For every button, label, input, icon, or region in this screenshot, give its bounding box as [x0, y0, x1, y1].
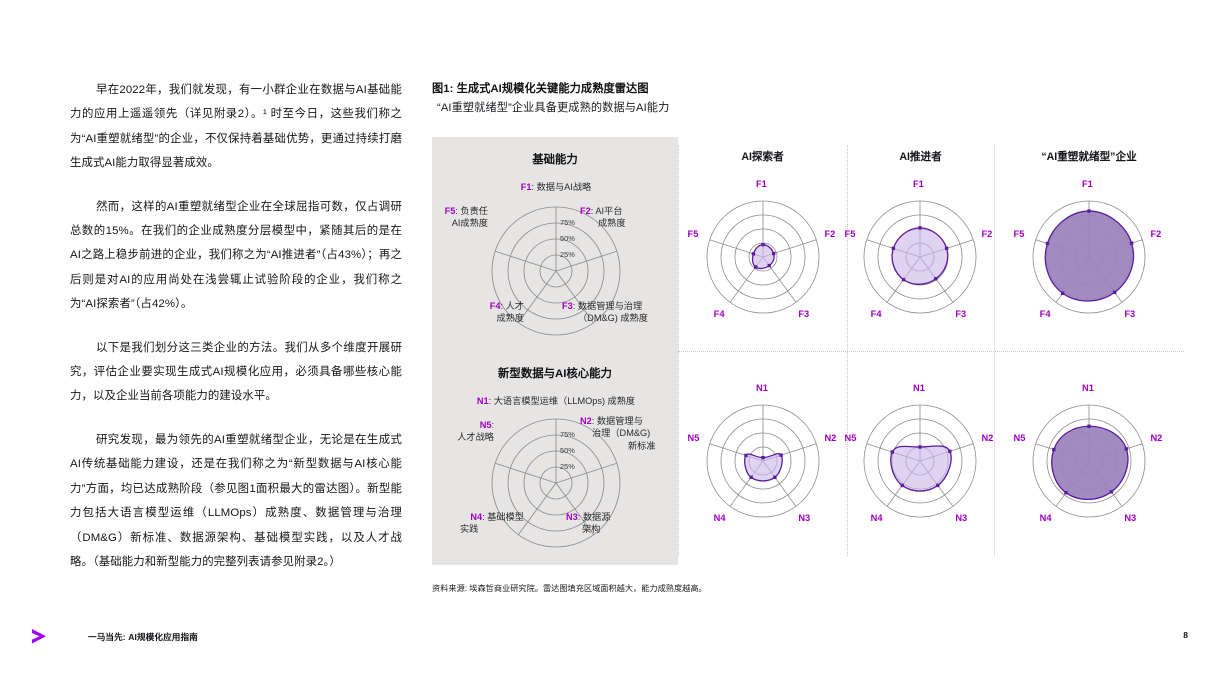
radar-axis-label-f3: F3: [1124, 309, 1136, 320]
radar-axis-label-f2: F2: [981, 228, 993, 239]
radar-axis-label-n2: N2: [824, 432, 837, 443]
ring-label-25-new: 25%: [560, 462, 575, 471]
legend-axis-n5-code: N5: [479, 420, 492, 430]
radar-axis-label-n5: N5: [1013, 432, 1026, 443]
legend-heading-foundational: 基础能力: [532, 154, 578, 166]
radar-axis-label-f5: F5: [687, 228, 699, 239]
radar-axis-label-f5: F5: [1013, 228, 1025, 239]
legend-axis-f4-code: F4: [489, 301, 501, 311]
column-title-advancers: AI推进者: [899, 151, 942, 163]
legend-axis-n3: N3: 数据源架构: [566, 512, 611, 535]
radar-svg: [706, 404, 820, 518]
page-number: 8: [1183, 630, 1188, 640]
radar-axis-label-f3: F3: [798, 309, 810, 320]
radar-area: [890, 445, 952, 492]
radar-axis-label-n1: N1: [913, 383, 925, 393]
figure-container: 基础能力 新型数据与AI核心能力 AI探索者 AI推进者 “AI重塑就绪型”企业…: [432, 137, 1184, 565]
figure-source-note: 资料来源: 埃森哲商业研究院。雷达图填充区域面积越大，能力成熟度越高。: [432, 584, 707, 593]
radar-area: [1044, 210, 1135, 302]
radar-axis-label-n3: N3: [955, 513, 968, 524]
radar-svg: [863, 404, 977, 518]
column-title-reinvention-ready: “AI重塑就绪型”企业: [1041, 151, 1137, 163]
radar-axis-label-f5: F5: [844, 228, 856, 239]
legend-axis-f4: F4: 人才成熟度: [489, 301, 524, 324]
radar-axis-label-n2: N2: [1150, 432, 1163, 443]
radar-axis-label-f1: F1: [913, 179, 924, 189]
legend-heading-new: 新型数据与AI核心能力: [498, 368, 612, 380]
radar-axis-label-n4: N4: [1039, 513, 1052, 524]
article-text-column: 早在2022年，我们就发现，有一小群企业在数据与AI基础能力的应用上遥遥领先（详…: [70, 78, 402, 593]
radar-axis-label-f2: F2: [824, 228, 836, 239]
ring-label-50-foundational: 50%: [560, 234, 575, 243]
radar-axis-label-f3: F3: [955, 309, 967, 320]
radar-area: [1051, 425, 1129, 501]
footer-document-title: 一马当先: AI规模化应用指南: [88, 632, 198, 642]
legend-axis-n4-code: N4: [470, 512, 483, 522]
radar-svg: [863, 200, 977, 314]
legend-axis-f2-code: F2: [580, 206, 591, 216]
radar-axis-label-n5: N5: [687, 432, 700, 443]
radar-axis-label-f4: F4: [870, 309, 882, 320]
radar-axis-label-n3: N3: [1124, 513, 1137, 524]
ring-label-75-foundational: 75%: [560, 218, 575, 227]
paragraph-1: 早在2022年，我们就发现，有一小群企业在数据与AI基础能力的应用上遥遥领先（详…: [70, 84, 402, 170]
legend-axis-n1: N1: 大语言模型运维（LLMOps) 成熟度: [476, 396, 636, 406]
legend-axis-n1-label: 大语言模型运维（LLMOps) 成熟度: [493, 396, 636, 406]
paragraph-3: 以下是我们划分这三类企业的方法。我们从多个维度开展研究，评估企业要实现生成式AI…: [70, 341, 402, 403]
ring-label-25-foundational: 25%: [560, 250, 575, 259]
radar-axis-label-n5: N5: [844, 432, 857, 443]
ring-label-50-new: 50%: [560, 446, 575, 455]
legend-axis-f5-code: F5: [444, 206, 456, 216]
radar-axis-label-n3: N3: [798, 513, 811, 524]
legend-axis-n1-code: N1: [476, 396, 489, 406]
legend-axis-n3-code: N3: [566, 512, 578, 522]
figure-title: 图1: 生成式AI规模化关键能力成熟度雷达图: [432, 83, 649, 95]
radar-area: [891, 227, 949, 285]
legend-axis-f2: F2: AI平台成熟度: [580, 206, 626, 229]
legend-axis-f1: F1: 数据与AI战略: [520, 182, 592, 192]
divider-horizontal: [678, 351, 1184, 352]
radar-axis-label-f4: F4: [1039, 309, 1051, 320]
column-title-explorers: AI探索者: [741, 151, 784, 163]
legend-axis-n4: N4: 基础模型实践: [460, 512, 524, 535]
legend-axis-f3: F3: 数据管理与治理（DM&G) 成熟度: [562, 301, 648, 324]
legend-axis-f1-code: F1: [520, 182, 532, 192]
radar-axis-label-f1: F1: [756, 179, 767, 189]
radar-svg: [1032, 404, 1146, 518]
radar-axis-label-f2: F2: [1150, 228, 1162, 239]
legend-axis-f1-label: 数据与AI战略: [536, 182, 592, 192]
chevron-right-icon: [32, 629, 46, 644]
legend-axis-n2: N2: 数据管理与治理（DM&G)新标准: [580, 416, 656, 451]
radar-axis-label-f1: F1: [1082, 179, 1093, 189]
legend-axis-f3-code: F3: [562, 301, 573, 311]
radar-axis-label-n2: N2: [981, 432, 994, 443]
radar-axis-label-n1: N1: [1082, 383, 1094, 393]
figure-subtitle: “AI重塑就绪型”企业具备更成熟的数据与AI能力: [437, 102, 670, 114]
legend-axis-n2-code: N2: [580, 416, 592, 426]
radar-svg: [1032, 200, 1146, 314]
legend-panel: [432, 137, 678, 565]
paragraph-2: 然而，这样的AI重塑就绪型企业在全球屈指可数，仅占调研总数的15%。在我们的企业…: [70, 200, 402, 311]
legend-radar-foundational: [491, 206, 621, 336]
radar-svg: [706, 200, 820, 314]
legend-radar-new: [491, 418, 621, 548]
paragraph-4: 研究发现，最为领先的AI重塑就绪型企业，无论是在生成式AI传统基础能力建设，还是…: [70, 433, 402, 568]
radar-axis-label-n1: N1: [756, 383, 768, 393]
radar-axis-label-n4: N4: [713, 513, 726, 524]
legend-axis-n5: N5:人才战略: [457, 420, 494, 443]
radar-axis-label-f4: F4: [713, 309, 725, 320]
radar-axis-label-n4: N4: [870, 513, 883, 524]
ring-label-75-new: 75%: [560, 430, 575, 439]
